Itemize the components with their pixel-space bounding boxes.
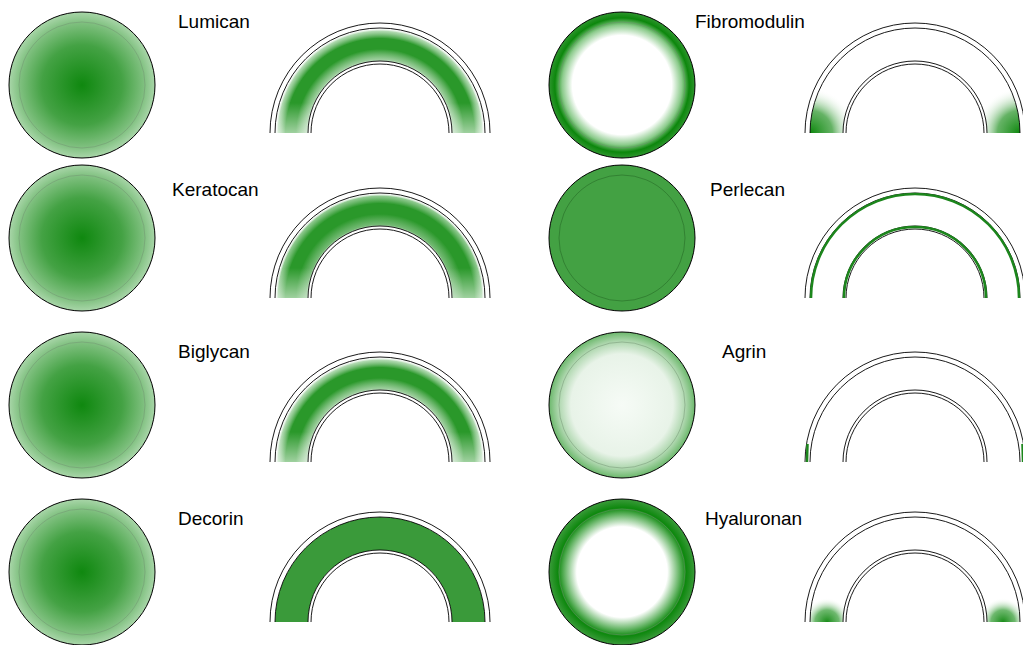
- arch-outline: [275, 517, 485, 622]
- arch-stain: [803, 598, 1023, 645]
- distribution-figure: [549, 12, 1023, 178]
- arch-outline: [311, 553, 449, 622]
- inner-ring: [559, 509, 685, 635]
- proteoglycan-label: Keratocan: [172, 180, 259, 199]
- arch-outline: [843, 61, 987, 133]
- cross-section-circle: [549, 12, 695, 158]
- cross-section-circle: [9, 499, 155, 645]
- arch-outline: [270, 188, 490, 298]
- inner-ring: [19, 342, 145, 468]
- arch-stain: [270, 28, 490, 133]
- arch-outline: [311, 229, 449, 298]
- arch-outline: [805, 352, 1023, 462]
- proteoglycan-label: Perlecan: [710, 180, 785, 199]
- arch-outline: [846, 64, 984, 133]
- arch-outline: [308, 226, 452, 298]
- inner-ring: [559, 22, 685, 148]
- arch-outline: [846, 393, 984, 462]
- agrin-stain: [1021, 444, 1023, 462]
- proteoglycan-label: Biglycan: [178, 342, 250, 361]
- arch-outline: [843, 226, 987, 298]
- arch-stain: [270, 357, 490, 462]
- arch-outline: [311, 393, 449, 462]
- proteoglycan-label: Agrin: [722, 342, 766, 361]
- inner-ring: [19, 22, 145, 148]
- proteoglycan-label: Hyaluronan: [705, 509, 802, 528]
- arch-outline: [270, 512, 490, 622]
- arch-outline: [843, 390, 987, 462]
- distribution-figure: [9, 332, 490, 478]
- distribution-figure: [9, 165, 490, 311]
- arch-outline: [308, 61, 452, 133]
- distribution-figure: [9, 12, 490, 158]
- inner-ring: [559, 342, 685, 468]
- basement-membrane-line: [811, 194, 1019, 298]
- distribution-figure: [549, 332, 1023, 478]
- arch-outline: [275, 357, 485, 462]
- arch-stain: [275, 517, 485, 622]
- arch-outline: [311, 64, 449, 133]
- arch-outline: [846, 553, 984, 622]
- arch-outline: [810, 517, 1020, 622]
- arch-outline: [308, 550, 452, 622]
- cross-section-circle: [549, 165, 695, 311]
- agrin-stain: [806, 444, 809, 462]
- inner-ring: [19, 509, 145, 635]
- inner-ring: [559, 175, 685, 301]
- proteoglycan-label: Decorin: [178, 509, 243, 528]
- arch-outline: [805, 188, 1023, 298]
- cross-section-circle: [9, 165, 155, 311]
- arch-outline: [843, 550, 987, 622]
- distribution-figure: [9, 499, 490, 645]
- proteoglycan-label: Lumican: [178, 12, 250, 31]
- cross-section-circle: [9, 332, 155, 478]
- arch-outline: [846, 229, 984, 298]
- cross-section-circle: [549, 499, 695, 645]
- arch-outline: [810, 357, 1020, 462]
- distribution-figure: [549, 165, 1023, 311]
- arch-outline: [275, 28, 485, 133]
- inner-ring: [19, 175, 145, 301]
- arch-outline: [805, 23, 1023, 133]
- arch-outline: [270, 352, 490, 462]
- arch-outline: [805, 512, 1023, 622]
- arch-stain: [270, 193, 490, 298]
- arch-outline: [275, 193, 485, 298]
- proteoglycan-label: Fibromodulin: [695, 12, 805, 31]
- distribution-figure: [549, 499, 1023, 645]
- arch-outline: [810, 28, 1020, 133]
- arch-outline: [270, 23, 490, 133]
- cross-section-circle: [9, 12, 155, 158]
- arch-outline: [810, 193, 1020, 298]
- basement-membrane-line: [844, 227, 986, 298]
- arch-outline: [308, 390, 452, 462]
- cross-section-circle: [549, 332, 695, 478]
